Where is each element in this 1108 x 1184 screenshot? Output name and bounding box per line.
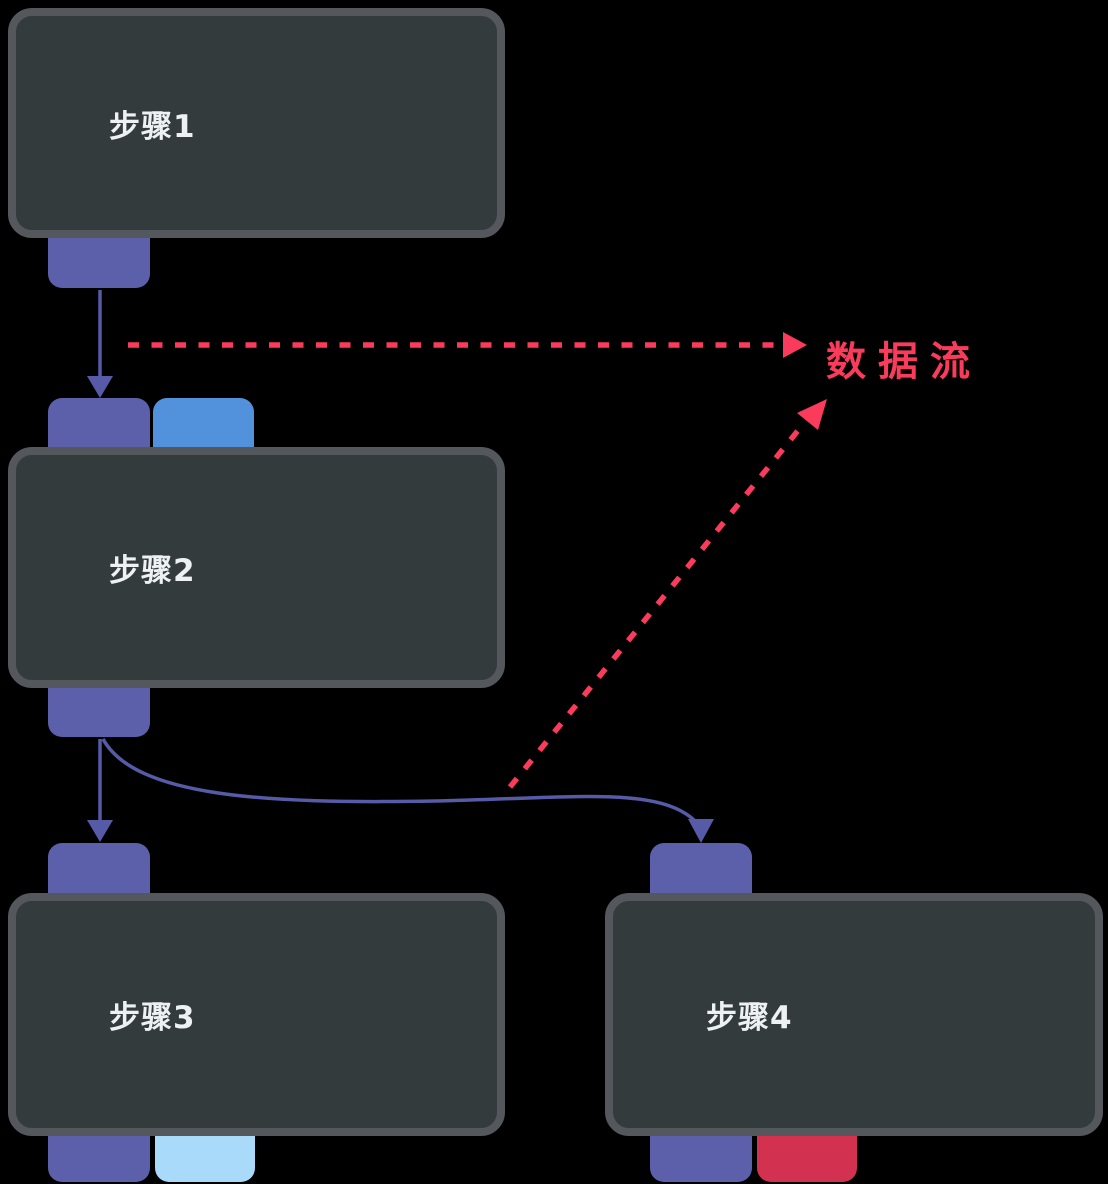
node-step1-label: 步骤1: [109, 108, 196, 145]
edge-step2-step3: [87, 739, 113, 842]
data-flow-label: 数据流: [826, 339, 982, 385]
node-step2-label: 步骤2: [109, 553, 196, 589]
port-step4-output-purple[interactable]: [650, 1134, 752, 1182]
port-step4-output-red[interactable]: [757, 1134, 857, 1182]
port-step2-input-purple[interactable]: [48, 398, 150, 449]
node-step4-label: 步骤4: [706, 1000, 793, 1036]
port-step2-input-blue[interactable]: [153, 398, 254, 449]
node-step3-label: 步骤3: [109, 1000, 196, 1036]
node-step4[interactable]: 步骤4: [605, 893, 1103, 1136]
port-step1-output-purple[interactable]: [48, 236, 150, 288]
edge-step1-step2: [87, 290, 113, 398]
port-step3-input-purple[interactable]: [48, 843, 150, 895]
annotation-arrow-diagonal: [507, 399, 827, 789]
annotation-arrow-horizontal: [128, 332, 807, 358]
port-step3-output-purple[interactable]: [48, 1134, 150, 1182]
node-step2[interactable]: 步骤2: [8, 447, 505, 688]
port-step2-output-purple[interactable]: [48, 686, 150, 737]
port-step3-output-light-blue[interactable]: [155, 1134, 255, 1182]
port-step4-input-purple[interactable]: [650, 843, 752, 895]
node-step3[interactable]: 步骤3: [8, 893, 505, 1136]
edge-step2-step4: [101, 738, 714, 843]
node-step1[interactable]: 步骤1: [8, 8, 505, 238]
